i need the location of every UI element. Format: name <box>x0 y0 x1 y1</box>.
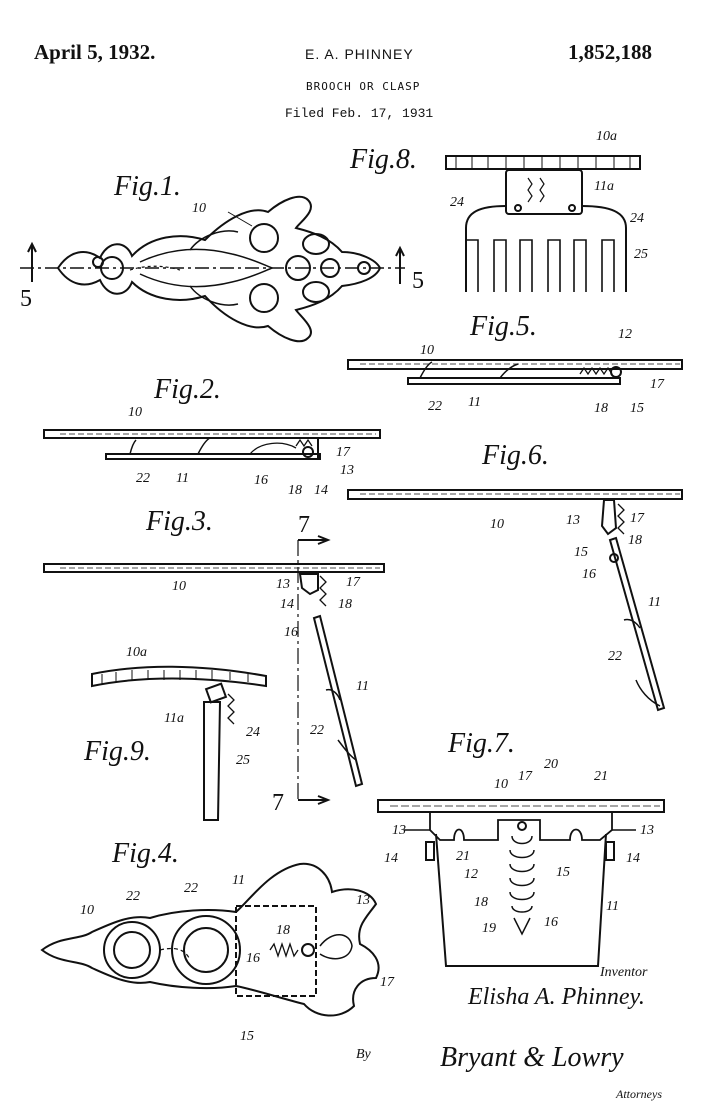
patent-date: April 5, 1932. <box>34 40 156 64</box>
figure-8-comb <box>445 155 641 292</box>
fig9-label: Fig.9. <box>83 736 151 767</box>
ref-10-fig5: 10 <box>420 343 434 358</box>
ref-24-right: 24 <box>630 211 644 226</box>
ref-11a-fig8: 11a <box>594 179 614 194</box>
ref-10-fig1: 10 <box>192 201 206 216</box>
ref-22-fig5: 22 <box>428 399 442 414</box>
ref-22-fig3: 22 <box>310 723 324 738</box>
ref-7-top: 7 <box>298 512 310 538</box>
ref-10-fig2: 10 <box>128 405 142 420</box>
ref-11a-fig9: 11a <box>164 711 184 726</box>
ref-17-fig6: 17 <box>630 511 645 526</box>
ref-13-right-fig7: 13 <box>640 823 654 838</box>
fig6-label: Fig.6. <box>481 440 549 471</box>
figure-2-section <box>43 429 381 460</box>
filed-date: Filed Feb. 17, 1931 <box>285 106 434 121</box>
ref-19-fig7: 19 <box>482 921 496 936</box>
ref-10a-fig9: 10a <box>126 645 147 660</box>
ref-17-fig2: 17 <box>336 445 351 460</box>
ref-11-fig5: 11 <box>468 395 481 410</box>
ref-22-left-fig4: 22 <box>126 889 140 904</box>
ref-5-left: 5 <box>20 286 32 312</box>
ref-16-fig3: 16 <box>284 625 298 640</box>
ref-17-fig4: 17 <box>380 975 395 990</box>
ref-16-fig4: 16 <box>246 951 260 966</box>
ref-11-fig6: 11 <box>648 595 661 610</box>
ref-25-fig8: 25 <box>634 247 648 262</box>
inventor-label: Inventor <box>599 965 648 980</box>
ref-18-fig4: 18 <box>276 923 290 938</box>
ref-17-fig7: 17 <box>518 769 533 784</box>
ref-11-fig3: 11 <box>356 679 369 694</box>
ref-18-fig2: 18 <box>288 483 302 498</box>
ref-11-fig2: 11 <box>176 471 189 486</box>
ref-13-fig4: 13 <box>356 893 370 908</box>
figure-7-section <box>377 799 665 967</box>
ref-10-fig6: 10 <box>490 517 504 532</box>
ref-18-fig7: 18 <box>474 895 488 910</box>
ref-10-fig7: 10 <box>494 777 508 792</box>
ref-13-fig6: 13 <box>566 513 580 528</box>
ref-15-fig5: 15 <box>630 401 644 416</box>
ref-16-fig6: 16 <box>582 567 596 582</box>
figure-4-bottom-view <box>40 862 380 1017</box>
ref-20-fig7: 20 <box>544 757 558 772</box>
fig8-label: Fig.8. <box>349 144 417 175</box>
ref-22-right-fig4: 22 <box>184 881 198 896</box>
ref-17-fig3: 17 <box>346 575 361 590</box>
ref-10a-fig8: 10a <box>596 129 617 144</box>
fig5-label: Fig.5. <box>469 311 537 342</box>
ref-22-fig6: 22 <box>608 649 622 664</box>
ref-14-left-fig7: 14 <box>384 851 398 866</box>
ref-7-bottom: 7 <box>272 790 284 816</box>
inventor-name: E. A. PHINNEY <box>305 46 414 62</box>
ref-14-right-fig7: 14 <box>626 851 640 866</box>
ref-18-fig5: 18 <box>594 401 608 416</box>
ref-14-fig3: 14 <box>280 597 294 612</box>
fig7-label: Fig.7. <box>447 728 515 759</box>
fig1-label: Fig.1. <box>113 171 181 202</box>
ref-15-fig7: 15 <box>556 865 570 880</box>
fig4-label: Fig.4. <box>111 838 179 869</box>
ref-14-fig2: 14 <box>314 483 328 498</box>
ref-13-fig3: 13 <box>276 577 290 592</box>
ref-5-right: 5 <box>412 268 424 294</box>
attorneys-label: Attorneys <box>615 1087 662 1101</box>
ref-15-fig6: 15 <box>574 545 588 560</box>
figure-9-comb <box>91 665 267 821</box>
ref-16-fig2: 16 <box>254 473 268 488</box>
ref-22-fig2: 22 <box>136 471 150 486</box>
patent-title: BROOCH OR CLASP <box>306 80 421 93</box>
attorney-signature: Bryant & Lowry <box>440 1042 624 1073</box>
ref-16-fig7: 16 <box>544 915 558 930</box>
ref-10-fig3: 10 <box>172 579 186 594</box>
patent-number: 1,852,188 <box>568 40 652 64</box>
figure-5-section <box>347 359 683 385</box>
ref-24-left: 24 <box>450 195 464 210</box>
fig3-label: Fig.3. <box>145 506 213 537</box>
ref-13-left-fig7: 13 <box>392 823 406 838</box>
ref-17-fig5: 17 <box>650 377 665 392</box>
inventor-signature: Elisha A. Phinney. <box>467 984 645 1010</box>
figure-6-section <box>347 489 683 712</box>
ref-21-right-fig7: 21 <box>594 769 608 784</box>
ref-18-fig3: 18 <box>338 597 352 612</box>
ref-11-fig7: 11 <box>606 899 619 914</box>
ref-25-fig9: 25 <box>236 753 250 768</box>
figure-1-brooch <box>20 195 405 343</box>
fig2-label: Fig.2. <box>153 374 221 405</box>
ref-10-fig4: 10 <box>80 903 94 918</box>
ref-24-fig9: 24 <box>246 725 260 740</box>
ref-21-left-fig7: 21 <box>456 849 470 864</box>
ref-11-fig4: 11 <box>232 873 245 888</box>
ref-18-fig6: 18 <box>628 533 642 548</box>
ref-12-fig5: 12 <box>618 327 632 342</box>
by-label: By <box>356 1047 372 1062</box>
ref-12-fig7: 12 <box>464 867 478 882</box>
ref-13-fig2: 13 <box>340 463 354 478</box>
ref-15-fig4: 15 <box>240 1029 254 1044</box>
figure-3-section <box>43 535 385 805</box>
